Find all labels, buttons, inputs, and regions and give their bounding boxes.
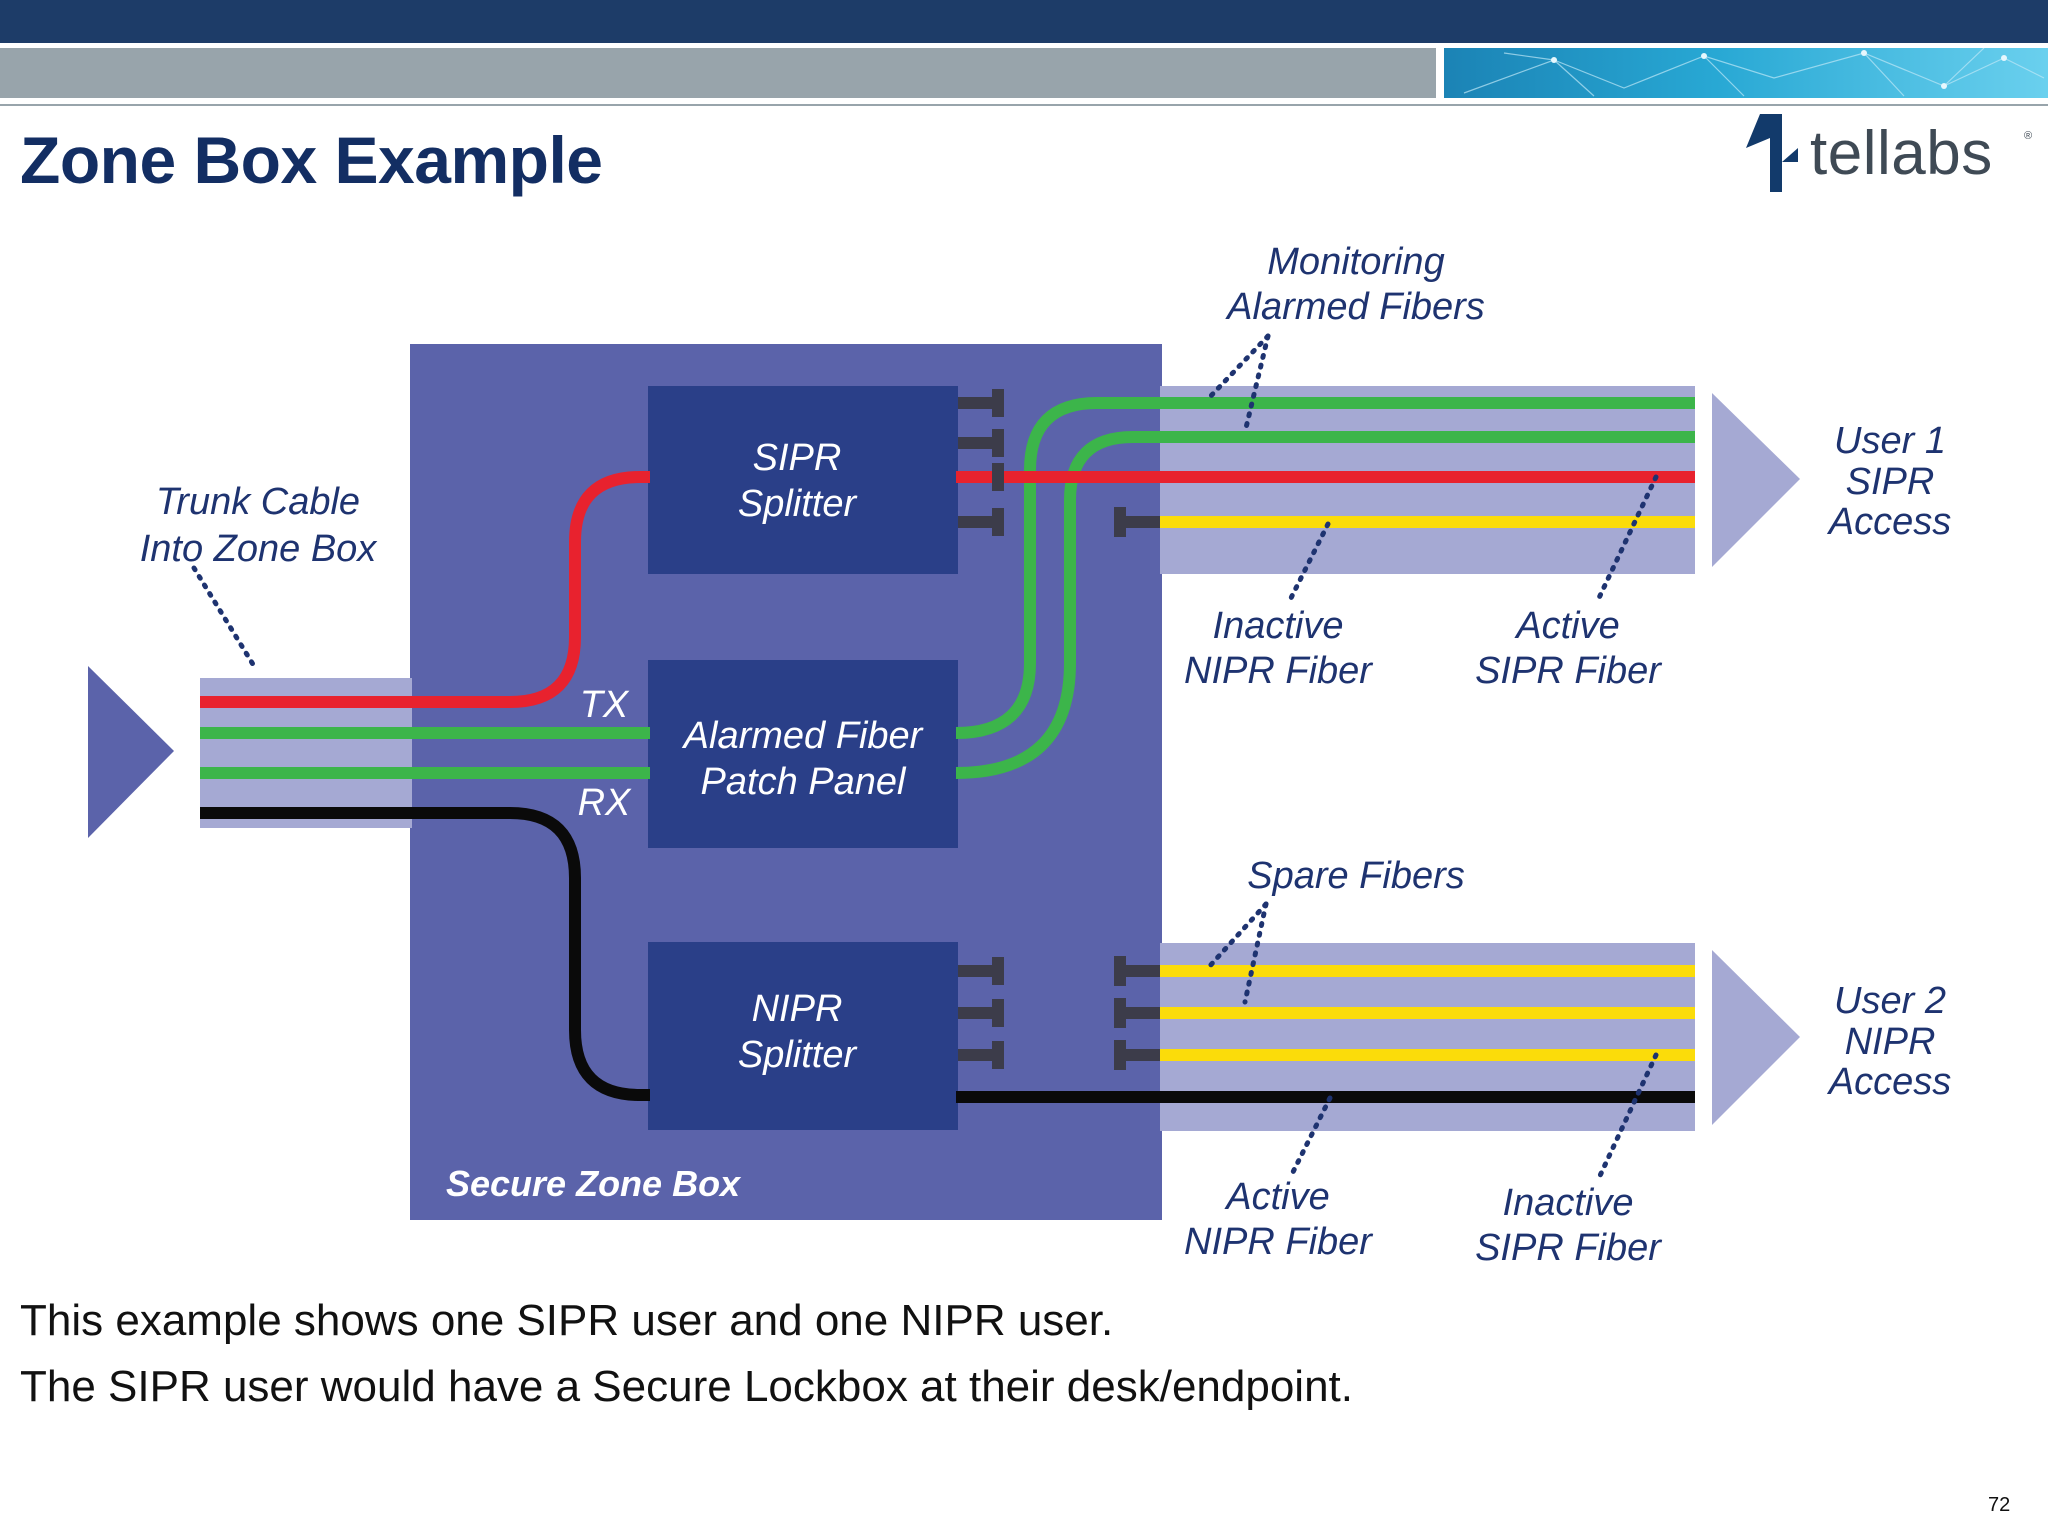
user1-label: User 1 (1834, 420, 1946, 462)
user1-label: SIPR (1846, 461, 1935, 503)
network-pattern-icon (1463, 48, 2045, 97)
user2-label: NIPR (1845, 1021, 1936, 1063)
tx-label: TX (580, 684, 630, 726)
callout-lines (191, 333, 1659, 1183)
body-text-line-1: This example shows one SIPR user and one… (20, 1296, 1114, 1345)
tellabs-mark-icon (1746, 114, 1798, 192)
logo-registered: ® (2024, 130, 2033, 142)
logo-text: tellabs (1810, 119, 1993, 188)
active-nipr-label: NIPR Fiber (1184, 1221, 1373, 1263)
body-text-line-2: The SIPR user would have a Secure Lockbo… (20, 1362, 1353, 1411)
zone-box-label: Secure Zone Box (446, 1163, 742, 1204)
monitoring-label: Alarmed Fibers (1225, 286, 1485, 328)
top-banner (0, 0, 2048, 43)
user2-label: User 2 (1834, 980, 1946, 1022)
page-number: 72 (1988, 1494, 2011, 1516)
inactive-sipr-label: Inactive (1503, 1182, 1634, 1224)
nipr-fiber-rx (200, 807, 650, 1101)
sipr-splitter-box (648, 386, 958, 574)
sipr-splitter-label: Splitter (738, 483, 858, 525)
tellabs-logo: tellabs ® (1736, 108, 2036, 198)
nipr-splitter-label: NIPR (752, 988, 843, 1030)
inactive-sipr-label: SIPR Fiber (1475, 1227, 1662, 1269)
patch-panel-box (648, 660, 958, 848)
patch-panel-label: Alarmed Fiber (682, 715, 924, 757)
nipr-connectors (958, 956, 1160, 1070)
sipr-splitter-label: SIPR (753, 437, 842, 479)
trunk-cable-label: Trunk Cable (156, 481, 360, 523)
monitoring-label: Monitoring (1267, 241, 1444, 283)
nipr-splitter-label: Splitter (738, 1034, 858, 1076)
sipr-fiber-tx (200, 471, 650, 708)
user1-label: Access (1827, 501, 1951, 543)
alarm-fiber-out-b (955, 431, 1695, 779)
user2-arrow-icon (1712, 950, 1800, 1125)
inactive-nipr-label: Inactive (1213, 605, 1344, 647)
patch-panel-label: Patch Panel (701, 761, 907, 803)
input-arrow-icon (88, 666, 174, 838)
user2-label: Access (1827, 1061, 1951, 1103)
active-sipr-label: Active (1514, 605, 1619, 647)
grey-banner (0, 48, 1436, 98)
alarm-fiber-out-a (955, 397, 1695, 739)
slide-title: Zone Box Example (20, 123, 603, 197)
active-nipr-label: Active (1224, 1176, 1329, 1218)
header-rule (0, 104, 2048, 106)
network-banner (1444, 48, 2048, 98)
spare-fibers-label: Spare Fibers (1247, 855, 1465, 897)
sipr-connectors (958, 389, 1160, 537)
inactive-nipr-label: NIPR Fiber (1184, 650, 1373, 692)
nipr-splitter-box (648, 942, 958, 1130)
rx-label: RX (578, 782, 632, 824)
active-sipr-label: SIPR Fiber (1475, 650, 1662, 692)
user1-arrow-icon (1712, 393, 1800, 567)
trunk-cable-label: Into Zone Box (140, 528, 379, 570)
